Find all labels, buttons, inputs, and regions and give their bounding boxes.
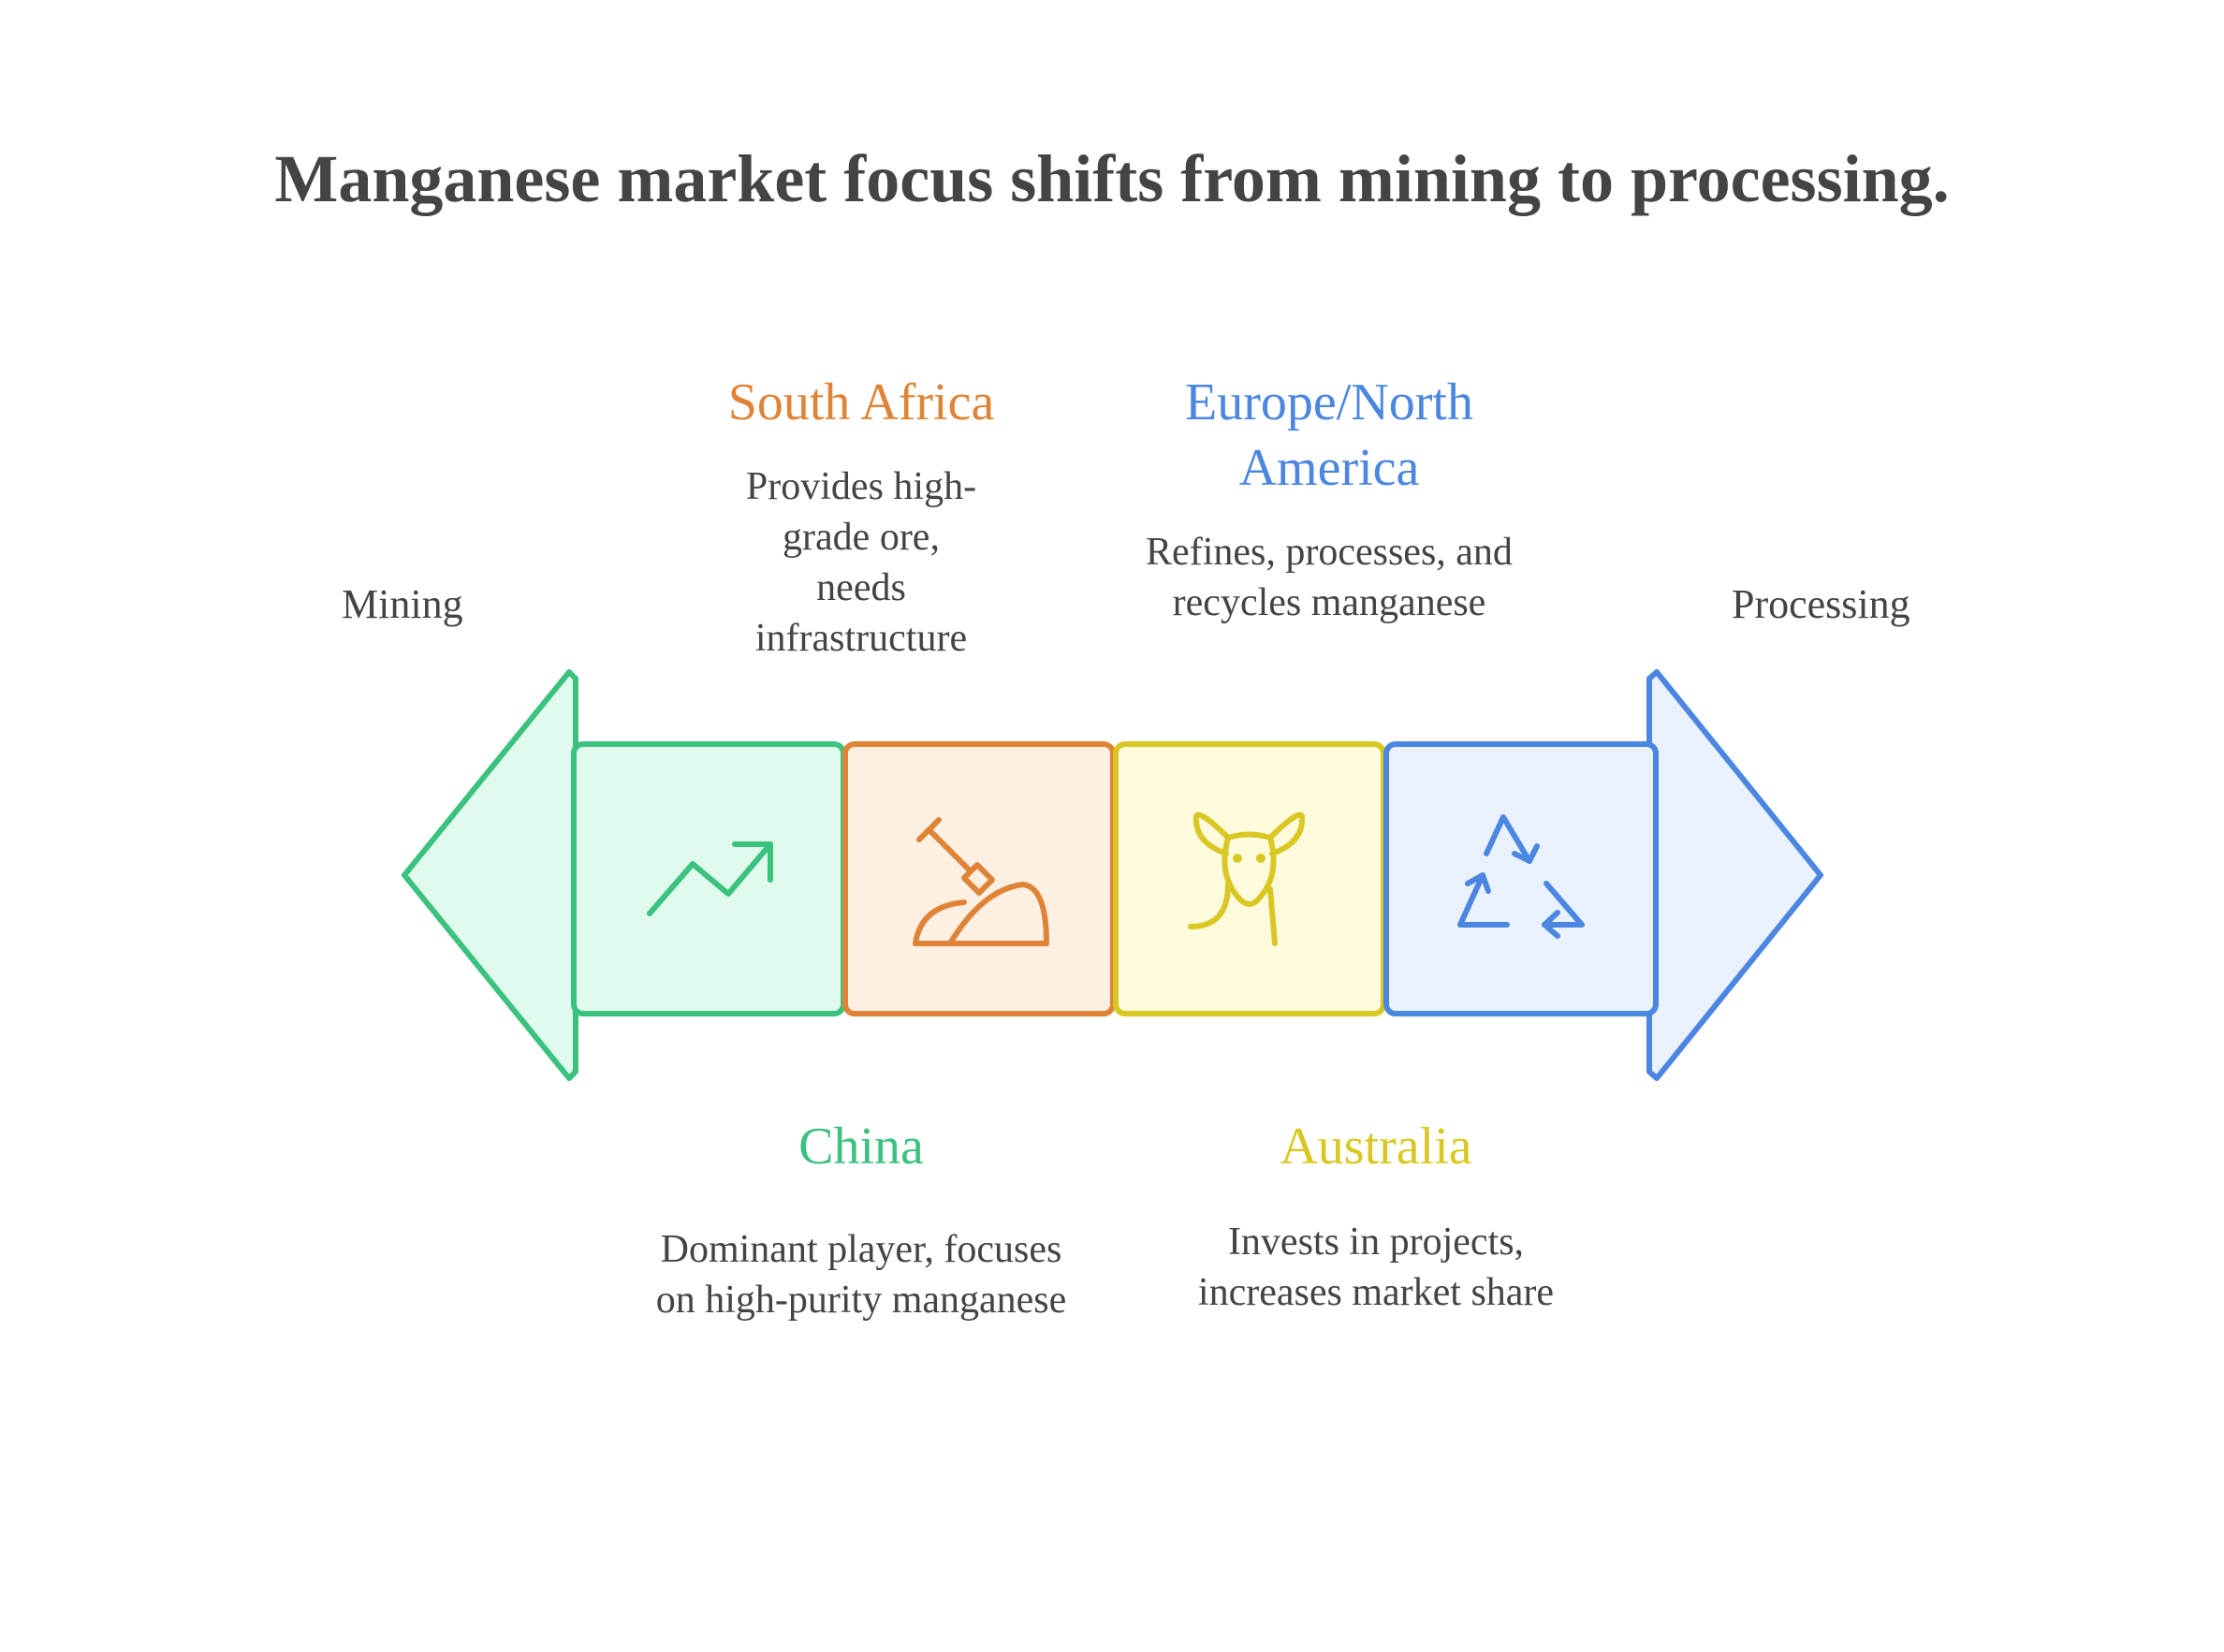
stage-south-africa-text: South Africa Provides high-grade ore, ne… [599,370,1123,664]
stage-box-europe [1383,741,1659,1016]
recycle-icon [1457,814,1585,939]
stage-box-australia [1113,741,1386,1016]
diagram-title: Manganese market focus shifts from minin… [274,141,1950,216]
trending-up-icon [647,841,773,916]
right-arrowhead [1646,669,1823,1081]
stage-heading: China [798,1118,924,1176]
stage-description: Refines, processes, and recycles mangane… [1146,531,1513,624]
stage-description: Provides high-grade ore, needs infrastru… [745,465,977,660]
stage-box-south-africa [842,741,1116,1016]
shovel-mound-icon [913,817,1049,946]
kangaroo-icon [1188,811,1306,946]
left-arrowhead [402,669,578,1081]
stage-europe-text: Europe/North America Refines, processes,… [1086,370,1573,628]
stage-heading: Australia [1280,1118,1472,1176]
stage-australia-text: Australia Invests in projects, increases… [1123,1114,1629,1318]
left-end-label: Mining [342,581,463,627]
stage-description: Dominant player, focuses on high-purity … [655,1228,1067,1322]
stage-heading: Europe/North America [1185,373,1473,497]
stage-heading: South Africa [727,373,995,431]
stage-description: Invests in projects, increases market sh… [1197,1221,1555,1314]
stage-china-text: China Dominant player, focuses on high-p… [599,1114,1123,1325]
right-end-label: Processing [1732,581,1910,627]
